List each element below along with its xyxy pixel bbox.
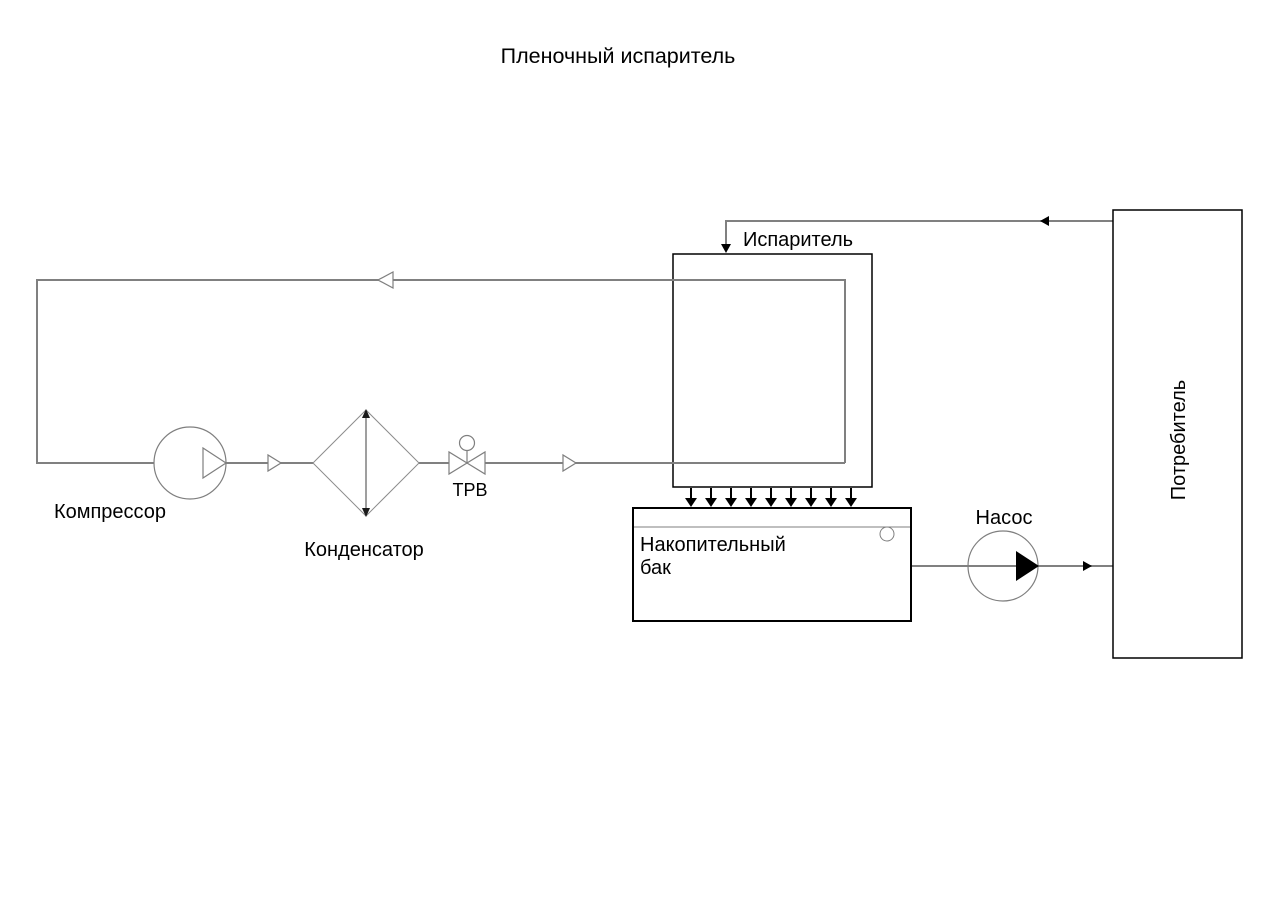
spray-arrow-down-icon	[765, 488, 777, 507]
spray-arrow-down-icon	[705, 488, 717, 507]
flow-arrow-left-icon	[376, 271, 394, 289]
expansion-valve-label: ТРВ	[452, 480, 487, 500]
storage-tank-box	[632, 507, 912, 622]
condenser-arrow-up-icon	[362, 409, 370, 418]
water-circuit-pipes	[725, 220, 1113, 567]
arrow-left-from-consumer-icon	[1040, 216, 1049, 226]
consumer-box	[1112, 209, 1243, 659]
tank-float-circle	[879, 526, 895, 542]
spray-arrow-down-icon	[825, 488, 837, 507]
pump-triangle-icon	[1016, 551, 1039, 581]
evaporator-label: Испаритель	[743, 229, 853, 251]
spray-arrow-down-icon	[845, 488, 857, 507]
pump-symbol	[967, 530, 1039, 602]
spray-arrow-down-icon	[745, 488, 757, 507]
condenser-label: Конденсатор	[304, 539, 424, 561]
spray-arrow-down-icon	[805, 488, 817, 507]
storage-tank-label-line2: бак	[640, 557, 671, 579]
compressor-label: Компрессор	[54, 501, 166, 523]
expansion-valve-symbol	[448, 434, 486, 476]
compressor-symbol	[153, 426, 228, 500]
trv-right-triangle	[465, 450, 486, 476]
condenser-arrow-down-icon	[362, 508, 370, 517]
pipe-return-suction-line	[36, 279, 846, 464]
spray-arrow-down-icon	[725, 488, 737, 507]
spray-arrow-down-icon	[785, 488, 797, 507]
spray-arrow-down-icon	[685, 488, 697, 507]
storage-tank-label-line1: Накопительный	[640, 534, 786, 556]
diagram-title: Пленочный испаритель	[501, 44, 736, 68]
condenser-symbol	[312, 409, 420, 517]
arrow-down-into-evaporator-icon	[721, 244, 731, 253]
pump-label: Насос	[976, 507, 1033, 529]
pipe-consumer-to-evaporator	[725, 220, 1113, 249]
trv-bulb-circle	[458, 434, 476, 452]
compressor-triangle-icon	[202, 446, 228, 480]
flow-arrow-right-icon	[562, 453, 578, 473]
spray-arrows	[685, 488, 857, 507]
evaporator-box	[672, 253, 873, 488]
flow-arrow-right-icon	[267, 453, 283, 473]
refrigerant-loop-pipes	[36, 279, 846, 464]
arrow-right-to-consumer-icon	[1083, 561, 1092, 571]
trv-left-triangle	[448, 450, 469, 476]
consumer-label: Потребитель	[1168, 380, 1190, 500]
storage-tank	[632, 507, 912, 622]
